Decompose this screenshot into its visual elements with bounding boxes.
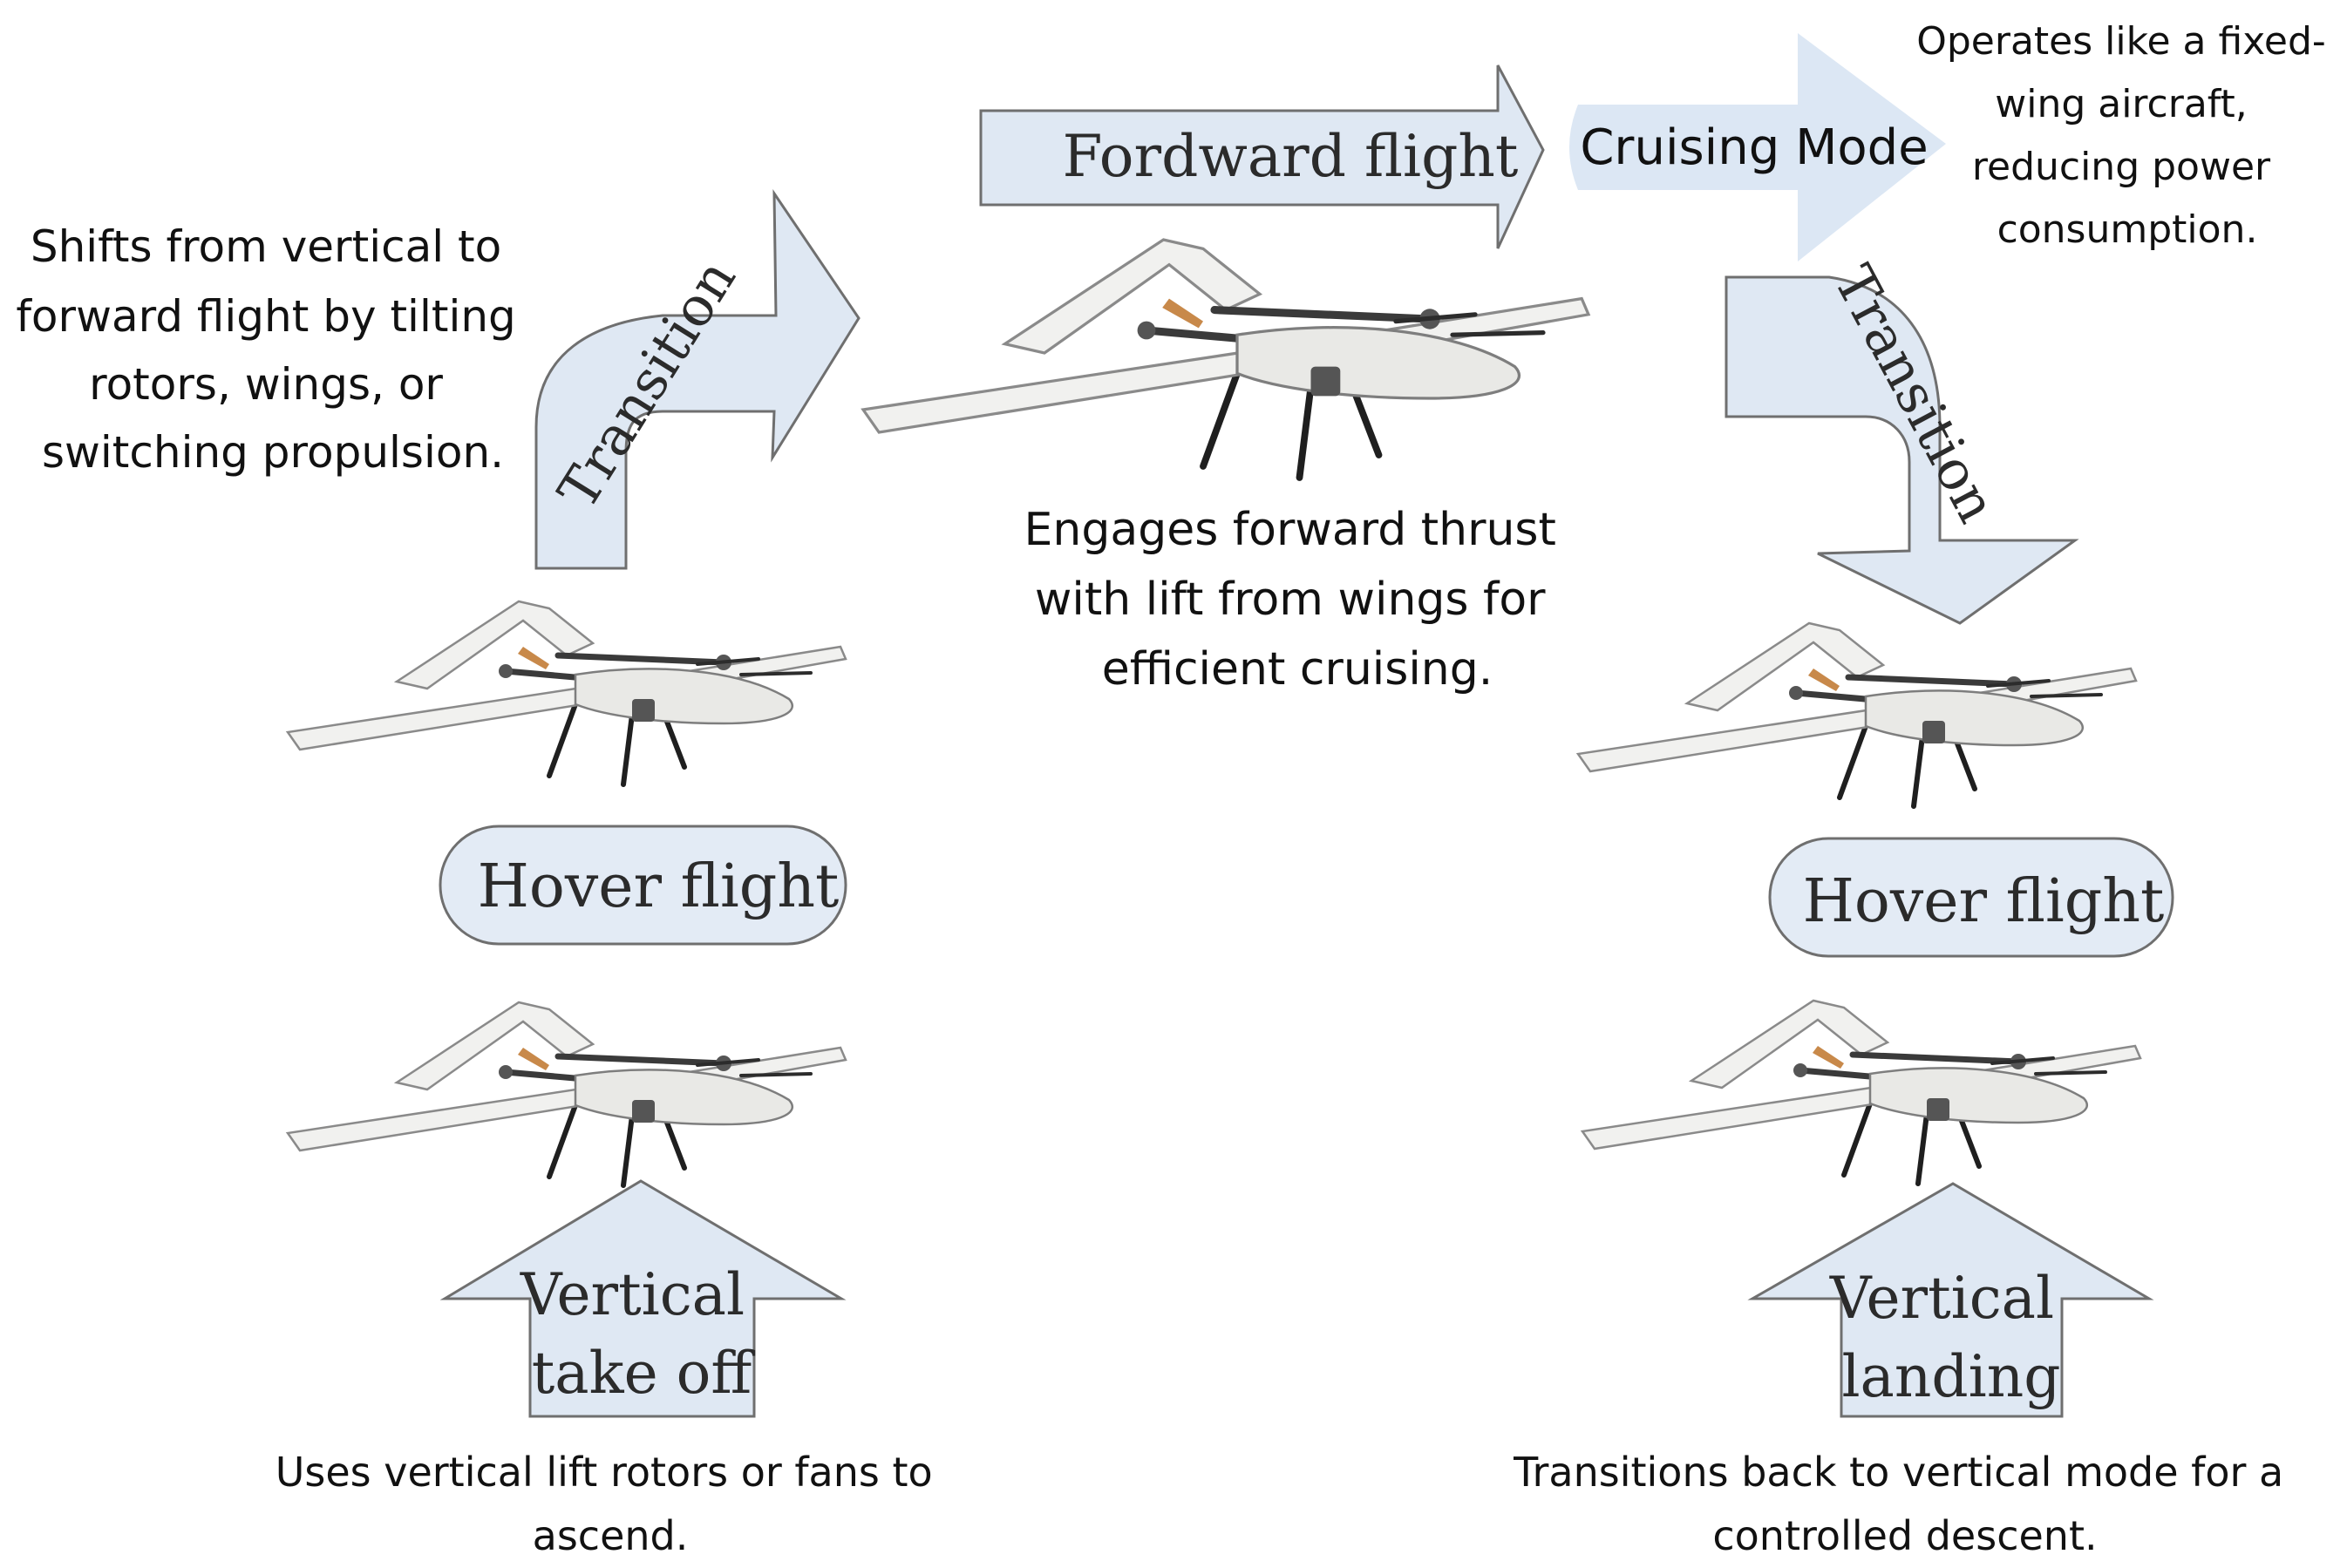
cruising-mode-label: Cruising Mode xyxy=(1580,119,1928,176)
hover-flight-label-left: Hover flight xyxy=(478,852,840,921)
transition-desc-line-1: Shifts from vertical to xyxy=(31,221,501,272)
forward-flight-drone xyxy=(863,240,1588,478)
hover-flight-pill-left xyxy=(439,825,847,946)
cruising-description: Operates like a fixed- wing aircraft, re… xyxy=(1916,19,2338,252)
svg-text:Uses vertical lift rotors or f: Uses vertical lift rotors or fans to asc… xyxy=(276,1449,946,1559)
transition-down-arrow xyxy=(1725,275,2079,625)
landing-drone-right xyxy=(1582,1001,2140,1184)
forward-flight-label: Fordward flight xyxy=(1063,123,1519,190)
cruising-desc-line-4: consumption. xyxy=(1997,207,2258,252)
takeoff-description: Uses vertical lift rotors or fans to asc… xyxy=(276,1449,946,1559)
hover-flight-label-right: Hover flight xyxy=(1803,867,2165,936)
landing-description: Transitions back to vertical mode for a … xyxy=(1513,1449,2296,1559)
cruising-desc-line-3: reducing power xyxy=(1972,145,2271,189)
vertical-takeoff-line-1: Vertical xyxy=(520,1261,745,1328)
takeoff-desc-line-2: ascend. xyxy=(533,1512,689,1559)
landing-desc-line-2: controlled descent. xyxy=(1712,1512,2097,1559)
transition-desc-line-2: forward flight by tilting xyxy=(16,291,515,342)
vertical-landing-line-1: Vertical xyxy=(1829,1265,2054,1332)
vertical-takeoff-arrow xyxy=(439,1179,847,1418)
vertical-takeoff-line-2: take off xyxy=(532,1340,756,1407)
landing-desc-line-1: Transitions back to vertical mode for a xyxy=(1513,1449,2283,1496)
svg-text:Engages forward thrust w: Engages forward thrust with lift from wi… xyxy=(1024,504,1571,696)
transition-description: Shifts from vertical to forward flight b… xyxy=(16,221,529,478)
transition-desc-line-4: switching propulsion. xyxy=(42,427,504,478)
forward-flight-arrow xyxy=(979,64,1545,249)
transition-desc-line-3: rotors, wings, or xyxy=(89,359,443,410)
svg-text:Transitions back to vertical m: Transitions back to vertical mode for a … xyxy=(1513,1449,2296,1559)
cruising-mode-arrow xyxy=(1569,33,1946,261)
forward-desc-line-1: Engages forward thrust xyxy=(1024,504,1556,556)
hover-drone-right xyxy=(1578,623,2136,806)
cruising-desc-line-2: wing aircraft, xyxy=(1995,82,2248,126)
vertical-takeoff-label: Vertical take off xyxy=(520,1261,763,1407)
hover-flight-pill-right xyxy=(1768,837,2174,958)
transition-up-arrow xyxy=(534,189,861,570)
hover-drone-left xyxy=(288,601,846,784)
takeoff-drone-left xyxy=(288,1002,846,1185)
vertical-landing-arrow xyxy=(1747,1182,2154,1418)
svg-text:Operates like a fixed- w: Operates like a fixed- wing aircraft, re… xyxy=(1916,19,2338,252)
takeoff-desc-line-1: Uses vertical lift rotors or fans to xyxy=(276,1449,933,1496)
vertical-landing-label: Vertical landing xyxy=(1829,1265,2072,1410)
cruising-desc-line-1: Operates like a fixed- xyxy=(1916,19,2326,64)
vertical-landing-line-2: landing xyxy=(1841,1343,2060,1410)
forward-desc-line-3: efficient cruising. xyxy=(1102,643,1493,696)
forward-thrust-description: Engages forward thrust with lift from wi… xyxy=(1024,504,1571,696)
forward-desc-line-2: with lift from wings for xyxy=(1035,574,1546,626)
svg-text:Shifts from vertical to: Shifts from vertical to forward flight b… xyxy=(16,221,529,478)
